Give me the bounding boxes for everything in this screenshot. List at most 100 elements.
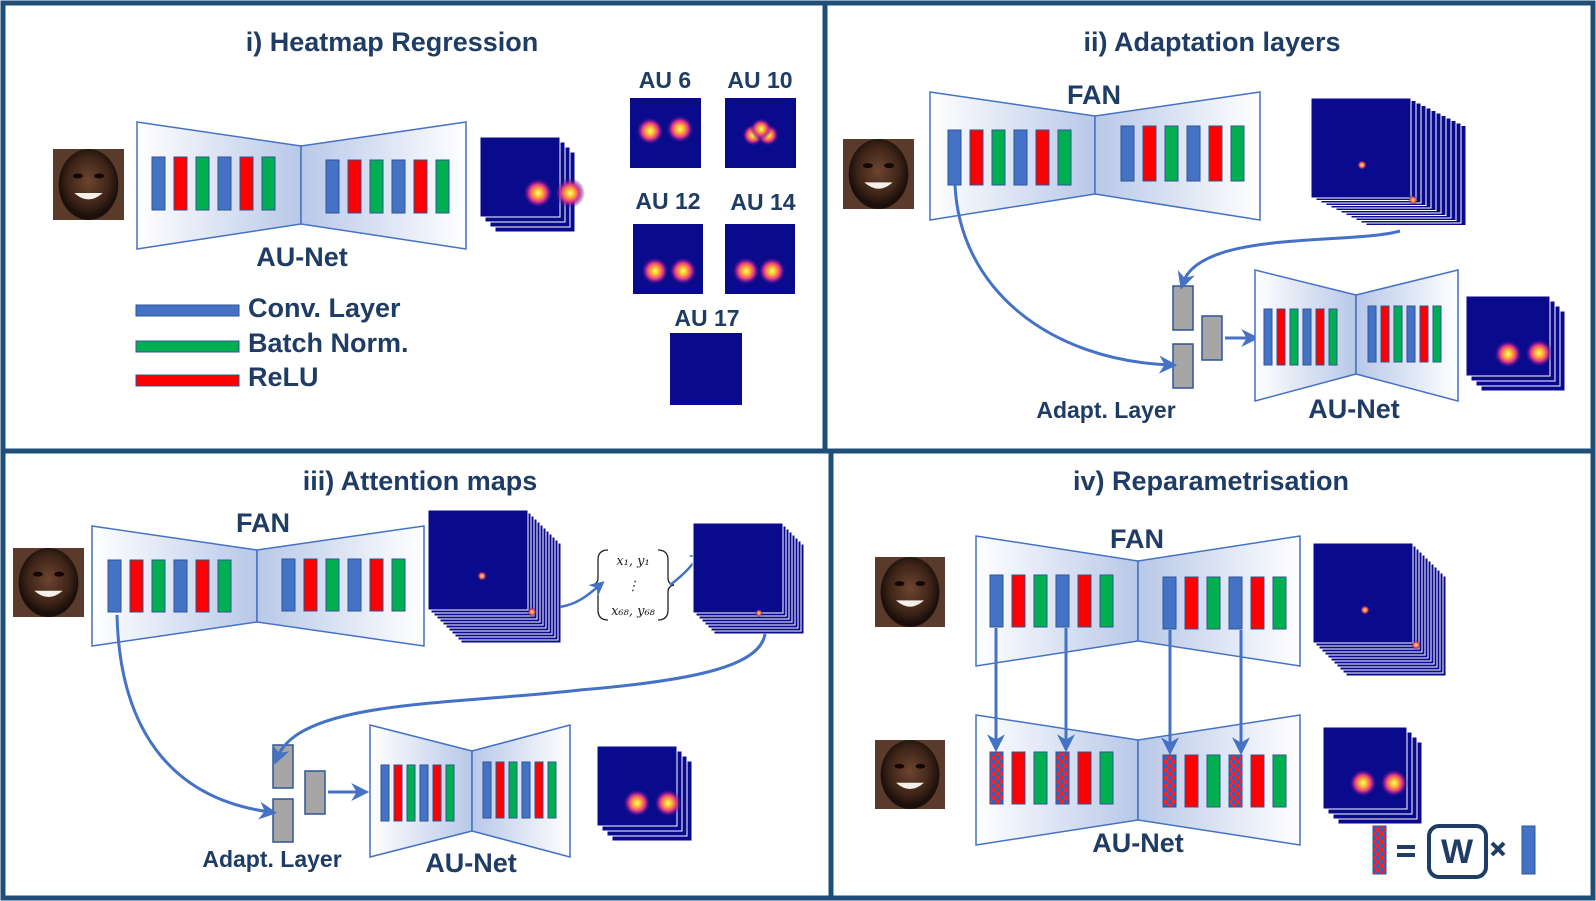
fan-label-p2: FAN [1067, 80, 1121, 110]
au-heatmap-p4-blob-left [1349, 769, 1377, 797]
au-14-heatmap [725, 224, 795, 294]
au-net-p2-dec-relu-layer [1380, 305, 1390, 363]
attention-map-stack-p3-layer [692, 522, 784, 614]
au-net-p3-enc-conv-layer [380, 764, 390, 822]
legend-relu-label: ReLU [248, 362, 319, 392]
fan-p3-dec-relu-layer [303, 558, 318, 612]
fan-heatmap-p2-dot-a [1357, 160, 1367, 170]
legend-bn-swatch [135, 340, 240, 353]
fan-label-p4: FAN [1110, 524, 1164, 554]
arrow-heatmap-to-adapt-p2 [1177, 229, 1401, 290]
fan-p2-enc-relu-layer [969, 129, 984, 186]
au-net-p4-enc-batchnorm-layer [1033, 751, 1048, 805]
au-net-label-p2: AU-Net [1308, 394, 1400, 424]
fan-p3-decoder [256, 525, 425, 647]
reparam-layer-swatch [1372, 825, 1387, 875]
au-net-p3-enc-relu-layer [432, 764, 442, 822]
fan-p2-enc-conv-layer [1013, 129, 1028, 186]
fan-p4-enc-conv-layer [989, 574, 1004, 628]
au-heatmap-p3-blob-left [623, 789, 651, 817]
fan-heatmap-stack-p4 [1312, 542, 1447, 677]
fan-p4-dec-relu-layer [1184, 576, 1199, 630]
au-10-blob-c [750, 118, 772, 140]
fan-heatmap-p4-dot-a [1360, 605, 1370, 615]
au-6-label: AU 6 [639, 67, 691, 93]
fan-p4-enc-relu-layer [1011, 574, 1026, 628]
fan-heatmap-p3-dot-b [527, 607, 537, 617]
au-heatmap-p1-blob-right [555, 178, 585, 208]
title-heatmap-regression: i) Heatmap Regression [246, 27, 539, 57]
au-net-p3-enc-conv-layer [419, 764, 429, 822]
au-net-p4-dec-relu-layer [1184, 754, 1199, 808]
fan-p3-dec-batchnorm-layer [325, 558, 340, 612]
au-heatmap-p2-blob-right [1525, 339, 1553, 367]
fan-label-p3: FAN [236, 508, 290, 538]
au-heatmap-p3-blob-right [654, 789, 682, 817]
au-6-blob-left [636, 117, 664, 145]
equals-top [1397, 845, 1415, 849]
attention-map-p3-dot [755, 609, 763, 617]
au-net-p1-dec-batchnorm-layer [369, 159, 384, 214]
au-net-p4-dec-relu-layer [1250, 754, 1265, 808]
face-p2-smile [864, 182, 893, 189]
face-p1-right-eye [94, 173, 105, 179]
au-heatmap-p4-blob-right [1380, 769, 1408, 797]
fan-heatmap-stack-p2 [1310, 97, 1467, 226]
adapt-layer-p2-top [1172, 285, 1194, 331]
au-net-p4-dec-reparam-layer [1162, 754, 1177, 808]
au-net-p1-enc-batchnorm-layer [195, 156, 210, 211]
au-net-p2-dec-conv-layer [1367, 305, 1377, 363]
au-14-label: AU 14 [730, 189, 795, 215]
face-p1-skin [58, 149, 119, 220]
adapt-layer-label-p3: Adapt. Layer [202, 846, 341, 872]
fan-p3-dec-conv-layer [347, 558, 362, 612]
fan-p3-enc-relu-layer [129, 559, 144, 613]
arrow-fan-to-adapt-p2 [953, 184, 1178, 374]
fan-p2-dec-conv-layer [1186, 125, 1201, 182]
adapt-layer-p3-merge [304, 770, 326, 815]
fan-p3-enc-conv-layer [173, 559, 188, 613]
fan-p4-enc-relu-layer [1077, 574, 1092, 628]
au-14-blob-right [758, 257, 786, 285]
au-net-p1-enc-batchnorm-layer [261, 156, 276, 211]
au-net-p1-dec-conv-layer [325, 159, 340, 214]
adapt-layer-p2-bottom [1172, 343, 1194, 389]
fan-heatmap-p3-dot-a [477, 571, 487, 581]
fan-p3-enc-batchnorm-layer [217, 559, 232, 613]
au-net-p2-enc-batchnorm-layer [1328, 308, 1338, 366]
fan-p4-enc-conv-layer [1055, 574, 1070, 628]
fan-heatmap-p2-dot-b [1408, 195, 1418, 205]
fan-p2-dec-batchnorm-layer [1230, 125, 1245, 182]
landmark-first: x₁, y₁ [616, 554, 649, 569]
au-heatmap-p1-blob-left [523, 178, 553, 208]
face-p4-right-eye [915, 581, 926, 587]
fan-p2-dec-relu-layer [1208, 125, 1223, 182]
title-adaptation-layers: ii) Adaptation layers [1083, 27, 1340, 57]
fan-heatmap-stack-p3 [427, 509, 562, 644]
landmark-dots: ⋮ [627, 579, 640, 594]
fan-heatmap-stack-p2-layer [1310, 97, 1412, 199]
face-p4-bottom-skin [880, 740, 940, 809]
legend-relu-swatch [135, 374, 240, 387]
au-net-p3-dec-conv-layer [521, 761, 531, 819]
au-net-p3-dec-relu-layer [495, 761, 505, 819]
face-p2 [843, 139, 914, 209]
face-p4-smile [896, 600, 924, 607]
legend-conv-swatch [135, 304, 240, 317]
adapt-layer-p3-bottom [272, 798, 294, 843]
au-net-p3-dec-batchnorm-layer [547, 761, 557, 819]
fan-p4-dec-conv-layer [1228, 576, 1243, 630]
fan-p4-dec-relu-layer [1250, 576, 1265, 630]
legend-bn-label: Batch Norm. [248, 328, 409, 358]
au-net-p4-dec-batchnorm-layer [1206, 754, 1221, 808]
fan-p2-enc-relu-layer [1035, 129, 1050, 186]
au-12-blob-left [641, 257, 669, 285]
landmark-last: x₆₈, y₆₈ [611, 604, 656, 619]
au-net-p1-enc-relu-layer [173, 156, 188, 211]
fan-p2-enc-conv-layer [947, 129, 962, 186]
au-net-p1-dec-relu-layer [413, 159, 428, 214]
face-p4-bottom-smile [896, 782, 924, 789]
au-net-p2-enc-conv-layer [1302, 308, 1312, 366]
weight-box [1427, 824, 1488, 879]
